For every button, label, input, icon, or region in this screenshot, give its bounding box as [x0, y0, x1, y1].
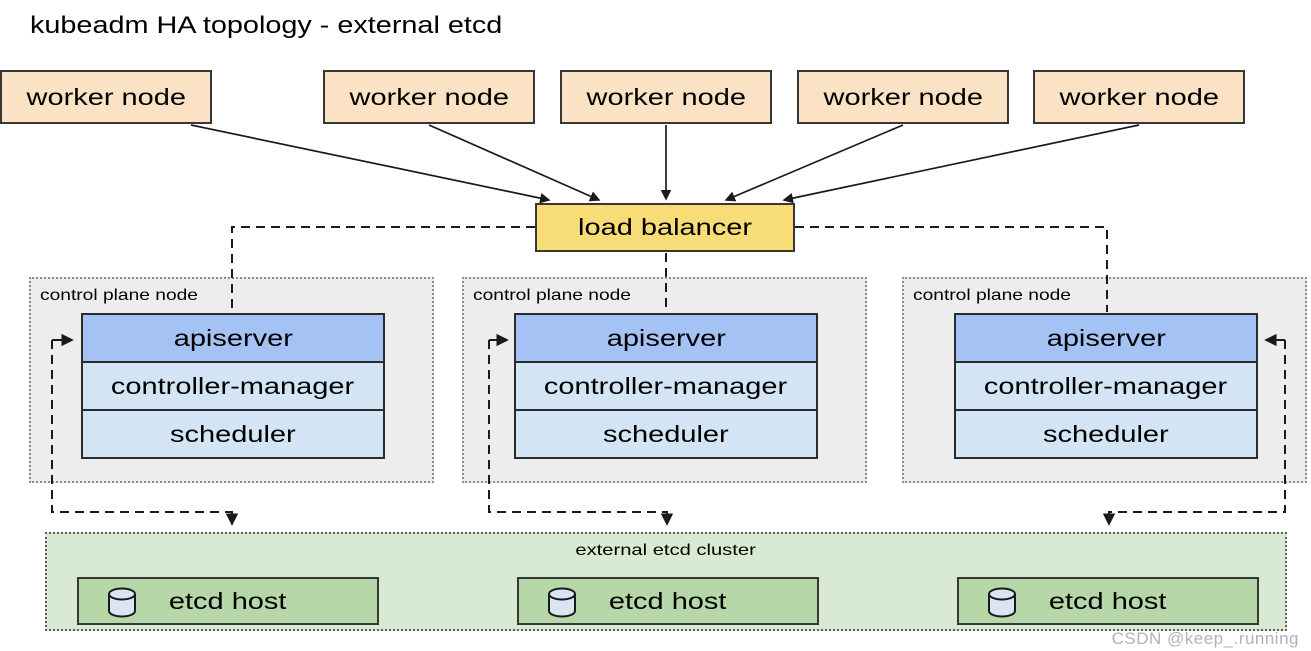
scheduler-box: scheduler: [81, 409, 385, 459]
diagram-title-text: kubeadm HA topology - external etcd: [30, 12, 503, 39]
etcd-host-box-3: etcd host: [957, 577, 1259, 625]
database-cylinder-icon: [988, 587, 1016, 618]
controller-manager-box: controller-manager: [81, 361, 385, 411]
external-etcd-cluster-box: external etcd cluster etcd host etcd hos…: [45, 532, 1287, 631]
database-cylinder-icon: [108, 587, 136, 618]
csdn-watermark: CSDN @keep_.running: [1111, 629, 1299, 648]
worker-node-box-2: worker node: [323, 70, 535, 124]
control-plane-node-title: control plane node: [40, 287, 198, 304]
control-plane-node-title: control plane node: [473, 287, 631, 304]
apiserver-box: apiserver: [954, 313, 1258, 363]
control-plane-node-box-3: control plane node apiserver controller-…: [902, 277, 1307, 483]
control-plane-node-box-1: control plane node apiserver controller-…: [29, 277, 434, 483]
apiserver-box: apiserver: [81, 313, 385, 363]
worker-node-box-4: worker node: [797, 70, 1009, 124]
load-balancer-box: load balancer: [535, 203, 795, 252]
apiserver-box: apiserver: [514, 313, 818, 363]
etcd-host-box-2: etcd host: [517, 577, 819, 625]
worker-node-label: worker node: [26, 83, 186, 110]
scheduler-box: scheduler: [954, 409, 1258, 459]
database-cylinder-icon: [548, 587, 576, 618]
external-etcd-cluster-title: external etcd cluster: [575, 542, 757, 559]
etcd-host-box-1: etcd host: [77, 577, 379, 625]
scheduler-box: scheduler: [514, 409, 818, 459]
controller-manager-box: controller-manager: [514, 361, 818, 411]
control-plane-node-title: control plane node: [913, 287, 1071, 304]
control-plane-component-stack: apiserver controller-manager scheduler: [514, 313, 818, 459]
etcd-host-label: etcd host: [609, 587, 727, 614]
load-balancer-label: load balancer: [577, 214, 753, 240]
control-plane-component-stack: apiserver controller-manager scheduler: [81, 313, 385, 459]
worker-node-label: worker node: [586, 83, 746, 110]
worker-node-box-1: worker node: [0, 70, 212, 124]
etcd-host-label: etcd host: [1049, 587, 1167, 614]
worker-to-loadbalancer-arrows: [190, 124, 1140, 204]
diagram-title: kubeadm HA topology - external etcd: [30, 12, 502, 40]
etcd-host-label: etcd host: [169, 587, 287, 614]
worker-node-box-5: worker node: [1033, 70, 1245, 124]
worker-node-box-3: worker node: [560, 70, 772, 124]
control-plane-node-box-2: control plane node apiserver controller-…: [462, 277, 867, 483]
control-plane-component-stack: apiserver controller-manager scheduler: [954, 313, 1258, 459]
controller-manager-box: controller-manager: [954, 361, 1258, 411]
worker-node-label: worker node: [823, 83, 983, 110]
worker-node-label: worker node: [349, 83, 509, 110]
worker-node-label: worker node: [1059, 83, 1219, 110]
